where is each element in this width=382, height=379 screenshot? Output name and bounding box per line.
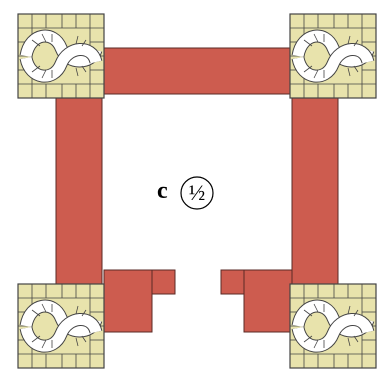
bottom-right-stub [220, 269, 293, 333]
bottom-right-tile [289, 283, 377, 369]
right-wall [291, 93, 339, 287]
bottom-left-stub [103, 269, 176, 333]
scale-circle [180, 176, 214, 210]
top-right-tile [289, 13, 377, 99]
scale-label: ½ [188, 180, 206, 205]
bottom-left-tile [17, 283, 105, 369]
piece-label: c [157, 178, 168, 204]
left-wall [55, 93, 103, 287]
top-wall [101, 47, 293, 95]
top-left-tile [17, 13, 105, 99]
